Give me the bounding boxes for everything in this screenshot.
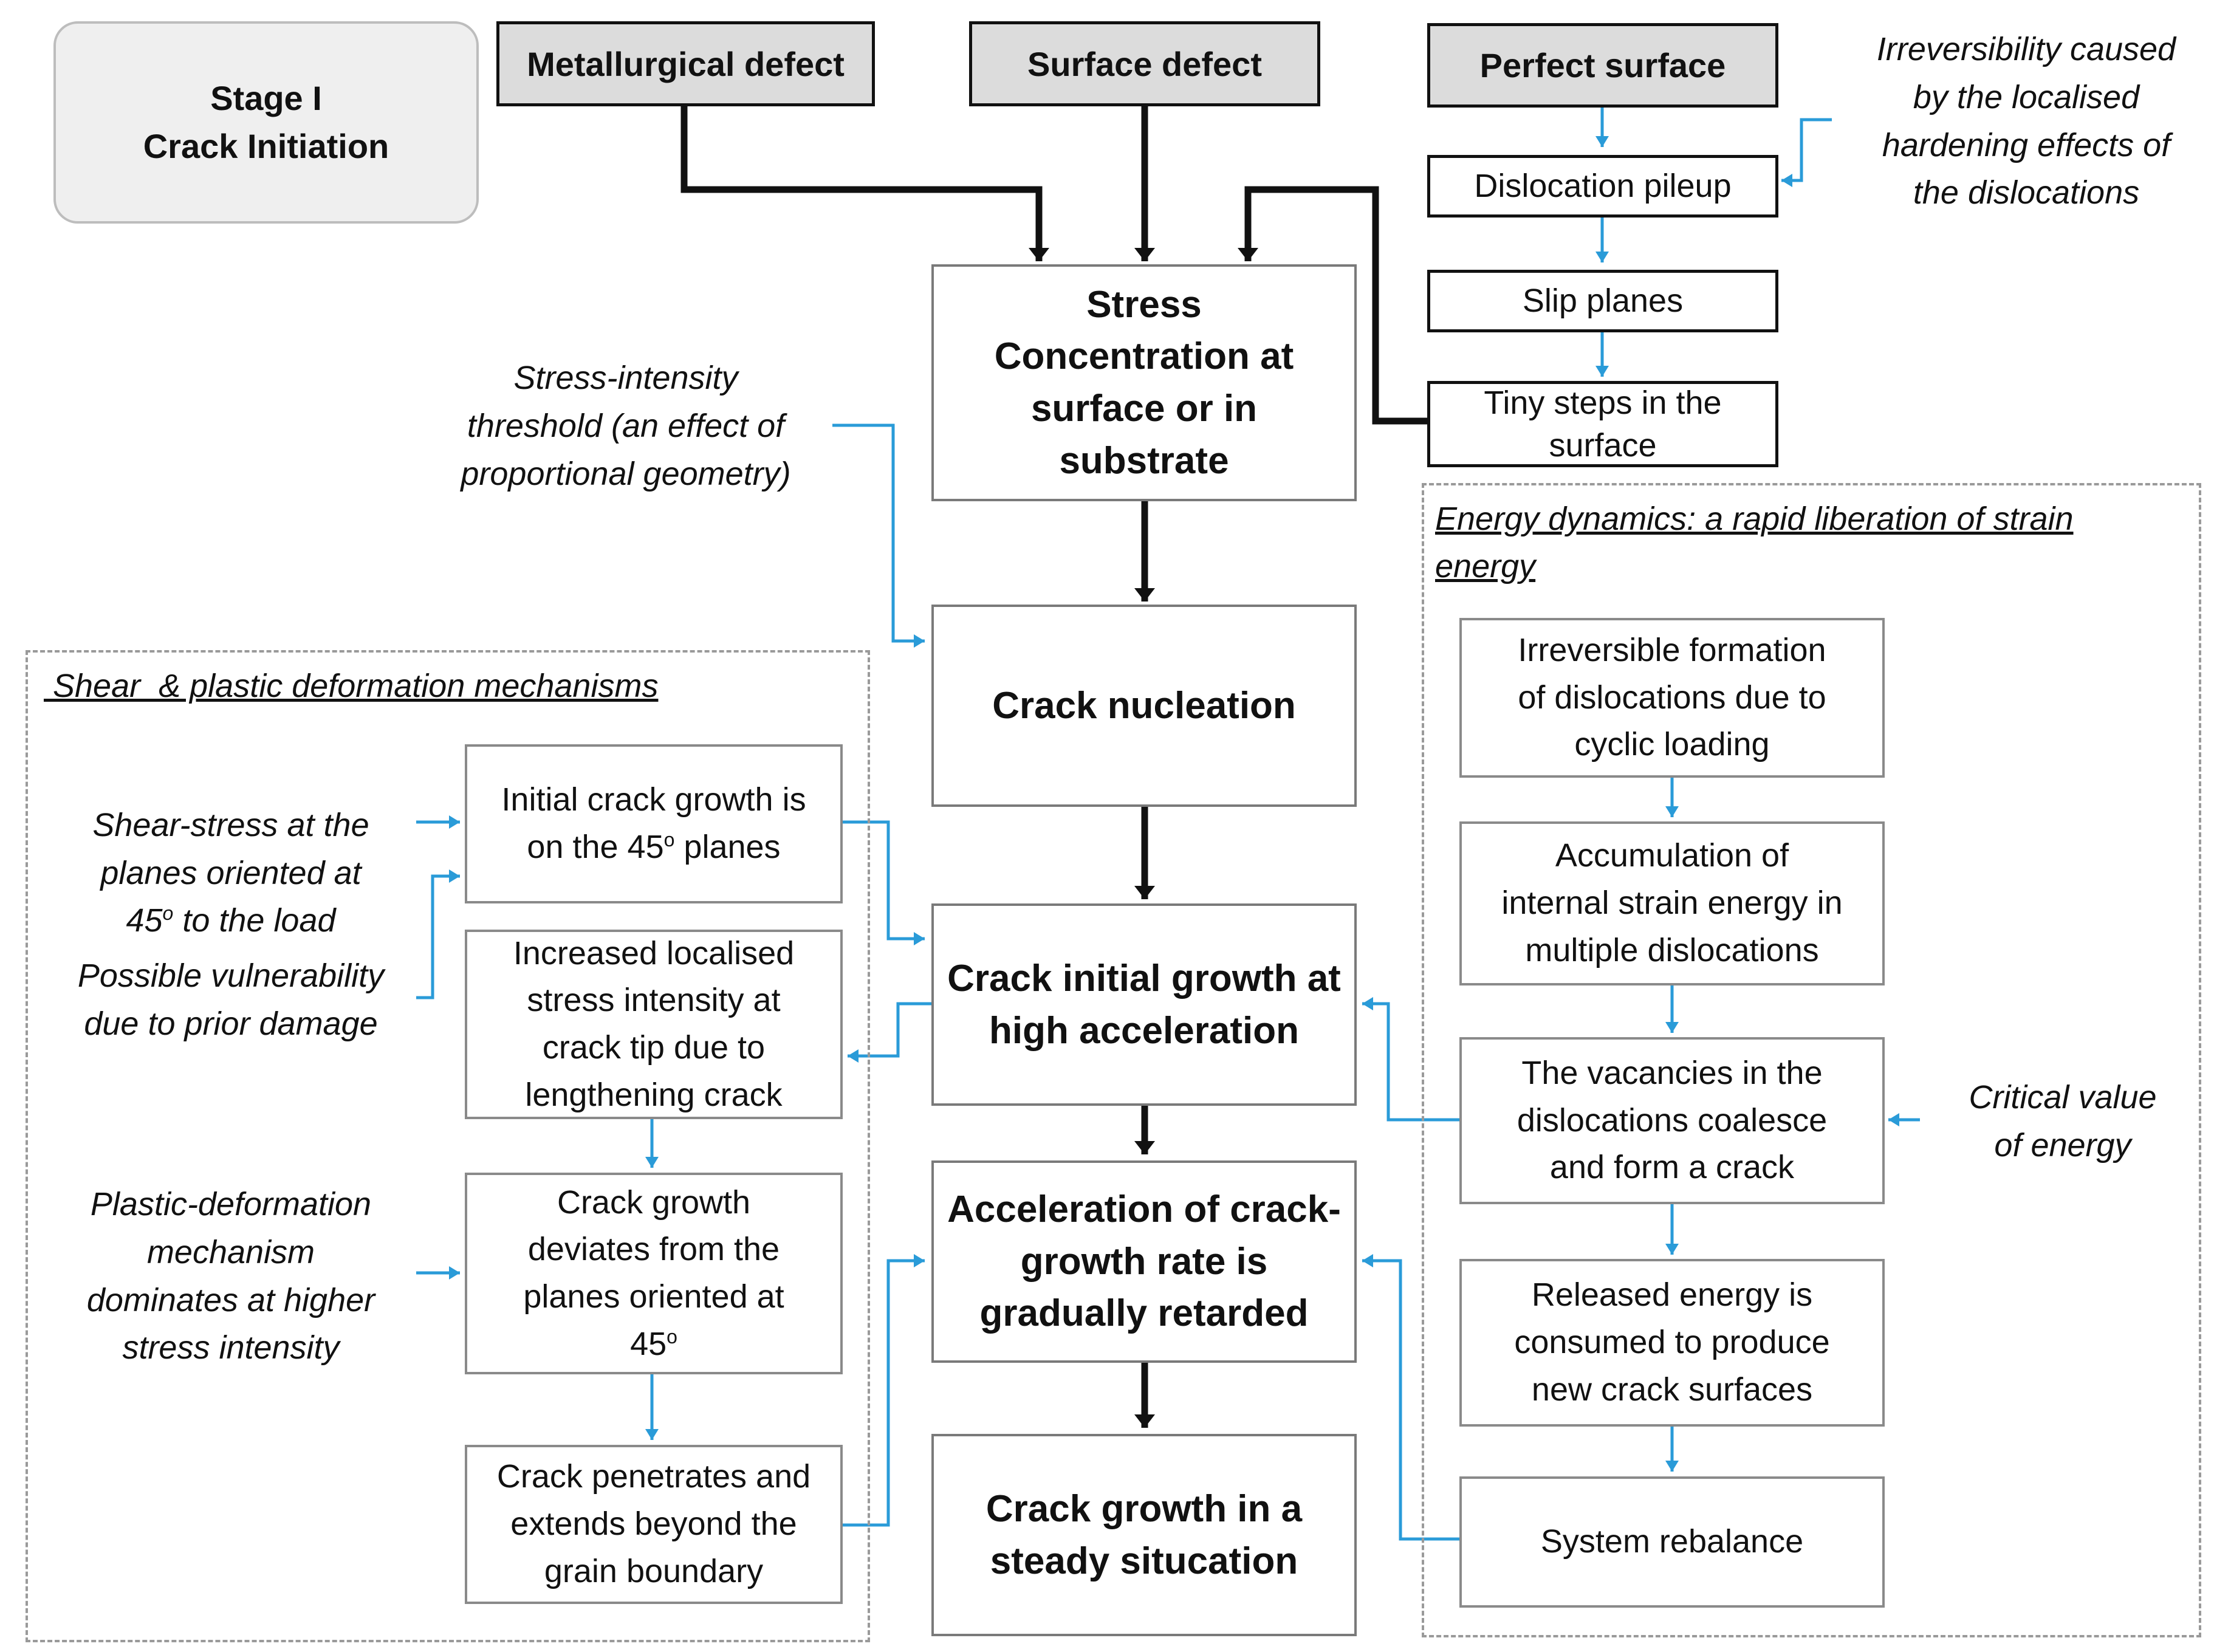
deviates-degree-mark: o	[667, 1325, 677, 1348]
arrow-vulnerability-to-45	[416, 869, 460, 999]
irreversible-formation-box: Irreversible formation of dislocations d…	[1459, 618, 1885, 778]
arrow-stress-intensity-to-nucleation	[832, 423, 925, 648]
perfect-surface-box: Perfect surface	[1427, 23, 1778, 108]
growth-deviates-text: Crack growth deviates from the planes or…	[523, 1184, 784, 1362]
crack-penetrates-box: Crack penetrates and extends beyond the …	[465, 1445, 843, 1604]
stage-number: Stage I	[210, 79, 322, 118]
shear-stress-note: Shear-stress at the planes oriented at 4…	[49, 753, 413, 945]
shear-stress-text: Shear-stress at the planes oriented at 4…	[92, 806, 369, 939]
arrow-irreversibility-to-pileup	[1781, 118, 1832, 187]
shear-plastic-group	[26, 650, 870, 1642]
arrow-penetrates-to-retarded	[843, 1254, 925, 1527]
steady-crack-growth-box: Crack growth in a steady situcation	[931, 1434, 1357, 1636]
released-energy-box: Released energy is consumed to produce n…	[1459, 1259, 1885, 1427]
slip-planes-box: Slip planes	[1427, 270, 1778, 332]
initial-growth-45-box: Initial crack growth is on the 45o plane…	[465, 744, 843, 903]
shear-degree-mark: o	[162, 902, 174, 925]
vacancies-coalesce-box: The vacancies in the dislocations coales…	[1459, 1037, 1885, 1204]
strain-energy-accumulation-box: Accumulation of internal strain energy i…	[1459, 821, 1885, 985]
stage-title: Crack Initiation	[143, 126, 389, 165]
critical-energy-note: Critical value of energy	[1969, 1079, 2157, 1164]
initial-growth-45-tail: planes	[674, 829, 781, 865]
arrow-metallurgical-to-stress	[680, 105, 1049, 261]
arrow-rebalance-to-retarded	[1362, 1254, 1459, 1541]
stress-concentration-box: Stress Concentration at surface or in su…	[931, 264, 1357, 501]
tiny-steps-box: Tiny steps in the surface	[1427, 381, 1778, 467]
shear-stress-tail: to the load	[173, 902, 336, 939]
surface-defect-box: Surface defect	[969, 21, 1320, 106]
plastic-deformation-note: Plastic-deformation mechanism dominates …	[86, 1186, 375, 1366]
vulnerability-note: Possible vulnerability due to prior dama…	[77, 958, 385, 1042]
energy-group-title: Energy dynamics: a rapid liberation of s…	[1435, 501, 2074, 585]
arrow-45-to-growth	[843, 820, 925, 945]
initial-growth-45-text: Initial crack growth is on the 45	[501, 781, 806, 865]
system-rebalance-box: System rebalance	[1459, 1476, 1885, 1608]
initial-growth-degree-mark: o	[663, 829, 675, 851]
stress-intensity-note: Stress-intensity threshold (an effect of…	[461, 360, 791, 492]
growth-deviates-box: Crack growth deviates from the planes or…	[465, 1173, 843, 1374]
energy-dynamics-group	[1422, 483, 2201, 1637]
dislocation-pileup-box: Dislocation pileup	[1427, 155, 1778, 218]
metallurgical-defect-box: Metallurgical defect	[496, 21, 875, 106]
crack-initial-growth-box: Crack initial growth at high acceleratio…	[931, 903, 1357, 1106]
crack-growth-retarded-box: Acceleration of crack- growth rate is gr…	[931, 1160, 1357, 1363]
crack-nucleation-box: Crack nucleation	[931, 605, 1357, 807]
localised-stress-box: Increased localised stress intensity at …	[465, 930, 843, 1119]
arrow-steps-to-stress	[1238, 186, 1427, 425]
irreversibility-note: Irreversibility caused by the localised …	[1876, 31, 2176, 211]
stage-label: Stage I Crack Initiation	[53, 21, 479, 224]
arrow-growth-to-localised	[848, 1002, 931, 1063]
shear-group-title: Shear & plastic deformation mechanisms	[44, 668, 659, 704]
